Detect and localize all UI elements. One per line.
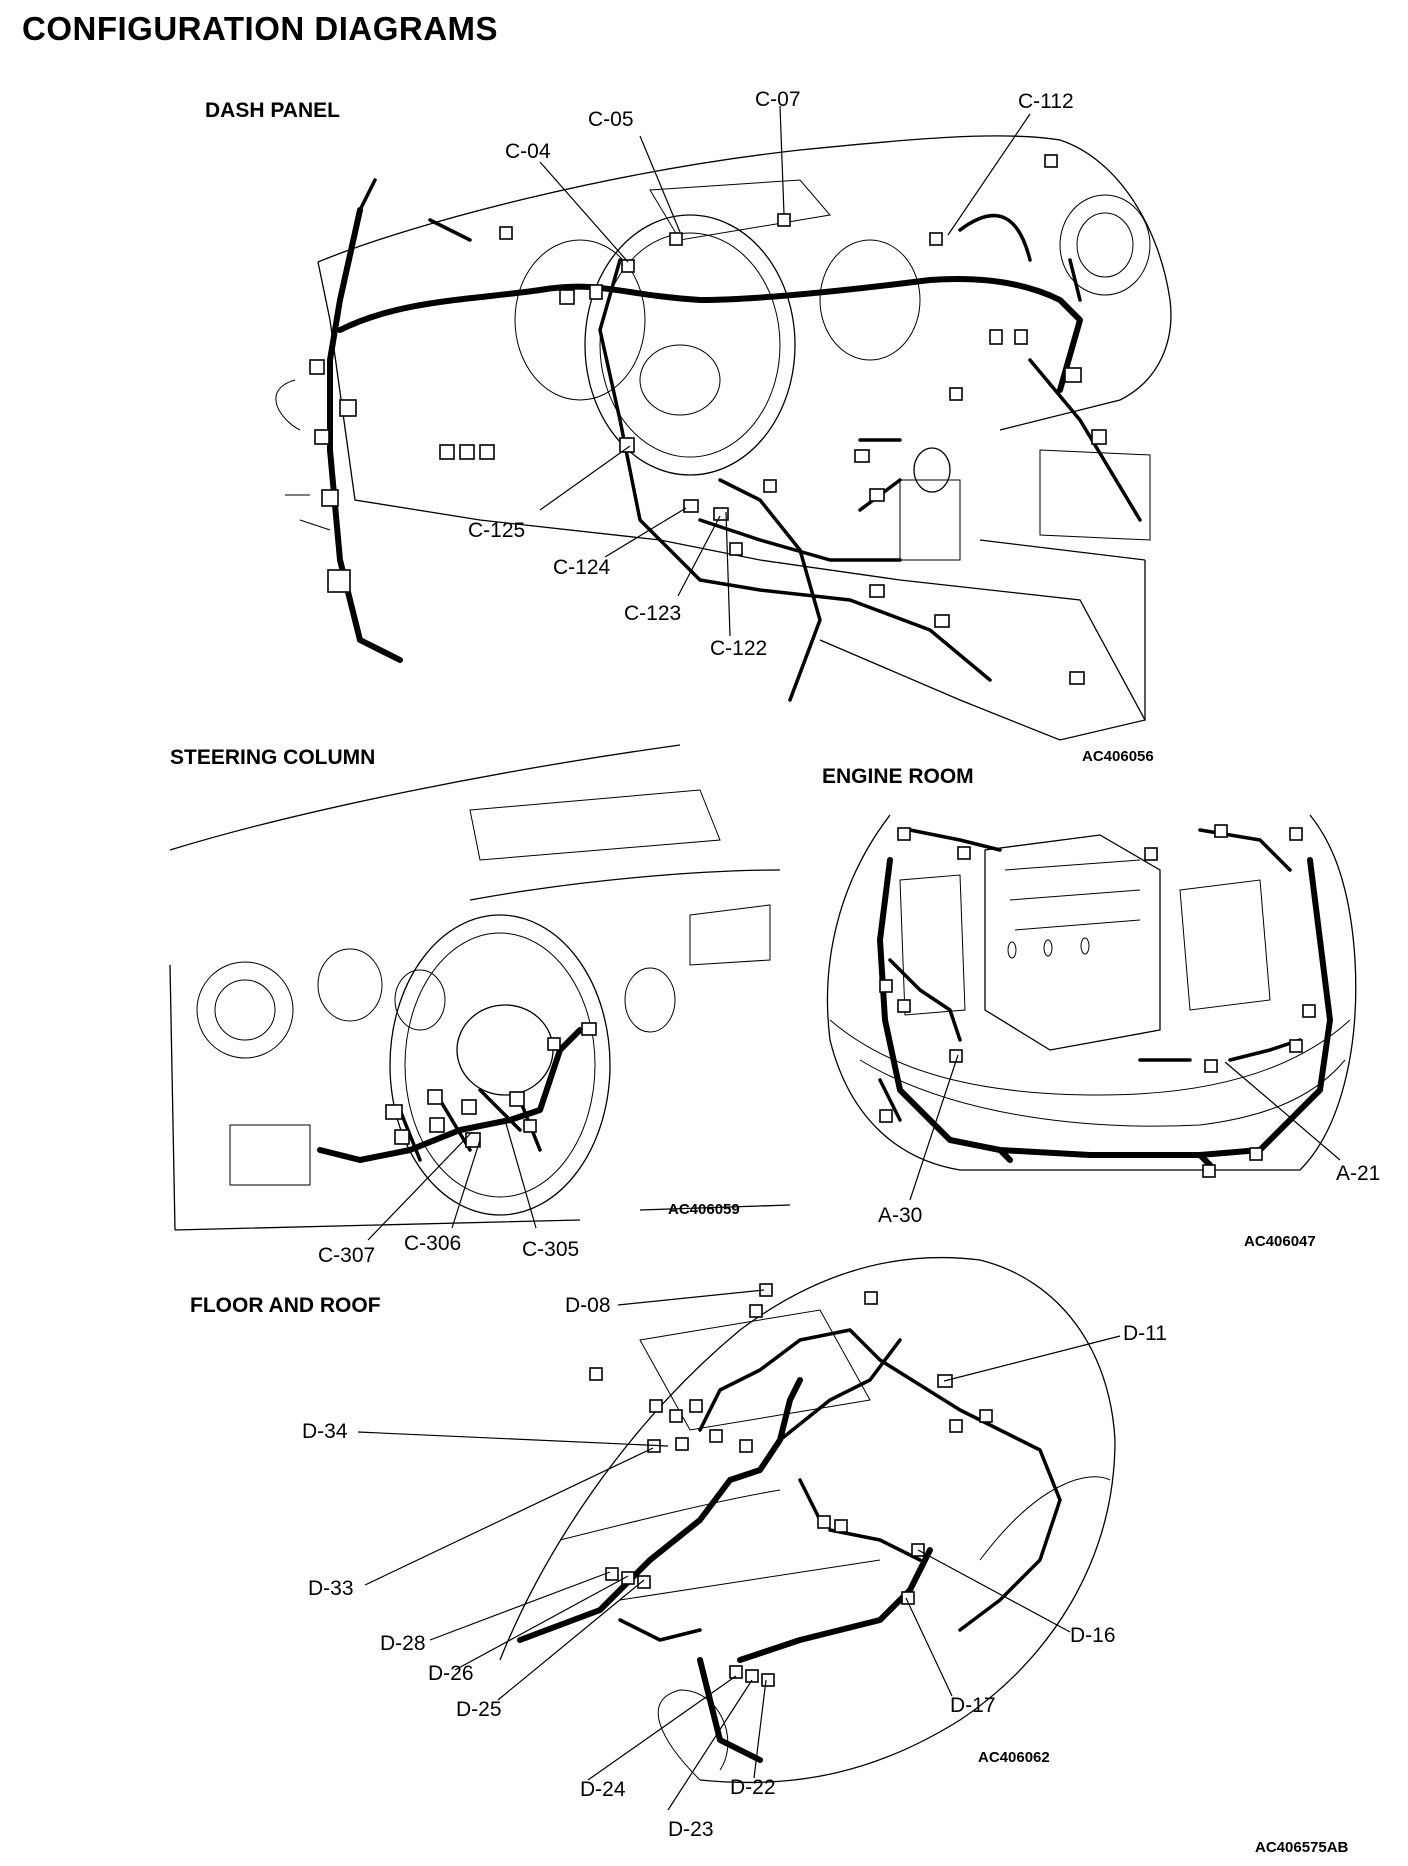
label-d-11: D-11 xyxy=(1123,1322,1167,1345)
sunroof-outline xyxy=(639,1309,871,1431)
floor-leader-lines xyxy=(357,1289,1121,1811)
label-d-08: D-08 xyxy=(565,1294,611,1317)
label-d-22: D-22 xyxy=(730,1776,776,1799)
left-gauge xyxy=(317,948,383,1022)
right-vent xyxy=(624,967,676,1033)
label-d-23: D-23 xyxy=(668,1818,714,1841)
dash-main-harness xyxy=(327,207,1083,663)
engine-figure-code: AC406047 xyxy=(1244,1233,1316,1250)
engine-bumper-line xyxy=(829,1019,1351,1096)
floor-connectors xyxy=(589,1283,993,1687)
label-a-21: A-21 xyxy=(1336,1162,1380,1185)
dash-panel-diagram: DASH PANEL xyxy=(205,88,1172,765)
steering-harness xyxy=(317,1027,583,1163)
label-c-307: C-307 xyxy=(318,1244,375,1267)
floor-main-harness xyxy=(517,1377,933,1763)
engine-room-title: ENGINE ROOM xyxy=(822,765,974,788)
label-c-305: C-305 xyxy=(522,1238,579,1261)
battery-box xyxy=(1179,879,1271,1011)
rear-wheel-arch xyxy=(657,1689,729,1781)
dash-figure-code: AC406056 xyxy=(1082,748,1154,765)
label-d-17: D-17 xyxy=(950,1694,996,1717)
label-c-112: C-112 xyxy=(1018,90,1074,113)
gauge-cluster-left xyxy=(514,239,646,401)
label-c-04: C-04 xyxy=(505,140,551,163)
label-d-16: D-16 xyxy=(1070,1624,1116,1647)
lower-panel xyxy=(229,1124,311,1186)
steering-leader-lines xyxy=(367,1119,537,1241)
steering-figure-code: AC406059 xyxy=(668,1201,740,1218)
left-vent xyxy=(196,961,294,1059)
engine-block xyxy=(984,834,1161,1051)
label-d-33: D-33 xyxy=(308,1577,354,1600)
label-c-125: C-125 xyxy=(468,519,525,542)
engine-leader-lines xyxy=(909,1054,1341,1201)
engine-bay-outline xyxy=(826,814,1357,1171)
label-d-34: D-34 xyxy=(302,1420,348,1443)
steering-top-vent xyxy=(469,789,721,861)
console-box xyxy=(1039,449,1151,541)
front-wheel-arch xyxy=(979,1476,1111,1561)
label-a-30: A-30 xyxy=(878,1204,922,1227)
floor-and-roof-title: FLOOR AND ROOF xyxy=(190,1294,381,1317)
horn-pad xyxy=(456,1004,554,1096)
steering-wheel-large xyxy=(389,914,611,1216)
label-c-07: C-07 xyxy=(755,88,801,111)
dash-outline xyxy=(317,135,1172,741)
engine-connectors xyxy=(879,824,1316,1178)
dash-vent-top xyxy=(649,179,831,241)
dash-connectors xyxy=(309,154,1107,685)
label-c-122: C-122 xyxy=(710,637,767,660)
intake-manifold-lines xyxy=(1004,859,1141,931)
shift-knob xyxy=(913,447,951,493)
steering-column-diagram: STEERING COLUMN C-307 C-306 xyxy=(169,744,791,1267)
floor-branch-harness xyxy=(618,1328,1062,1642)
dash-vent-round xyxy=(1059,194,1151,296)
dash-vent-round-inner xyxy=(1076,212,1134,278)
label-d-25: D-25 xyxy=(456,1698,502,1721)
steering-wheel xyxy=(584,214,796,476)
label-d-26: D-26 xyxy=(428,1662,474,1685)
label-c-306: C-306 xyxy=(404,1232,461,1255)
steering-dash-outline xyxy=(169,744,791,1231)
engine-branch-harness xyxy=(878,828,1302,1122)
steering-connectors xyxy=(385,1022,597,1148)
floor-and-roof-diagram: FLOOR AND ROOF xyxy=(190,1256,1167,1841)
engine-room-diagram: ENGINE ROOM A-21 xyxy=(822,765,1380,1250)
gauge-cluster-right xyxy=(819,239,921,361)
dash-leader-lines xyxy=(539,105,1031,637)
page-title: CONFIGURATION DIAGRAMS xyxy=(22,10,499,47)
steering-hub xyxy=(639,344,721,416)
floor-figure-code: AC406062 xyxy=(978,1749,1050,1766)
label-c-05: C-05 xyxy=(588,108,634,131)
label-d-24: D-24 xyxy=(580,1778,626,1801)
label-d-28: D-28 xyxy=(380,1632,426,1655)
dash-panel-title: DASH PANEL xyxy=(205,99,340,122)
document-code: AC406575AB xyxy=(1255,1839,1349,1856)
label-c-123: C-123 xyxy=(624,602,681,625)
coolant-reservoir xyxy=(899,874,966,1016)
engine-main-harness xyxy=(877,857,1333,1168)
car-body-outline xyxy=(499,1256,1116,1784)
label-c-124: C-124 xyxy=(553,556,611,579)
steering-column-title: STEERING COLUMN xyxy=(170,746,375,769)
